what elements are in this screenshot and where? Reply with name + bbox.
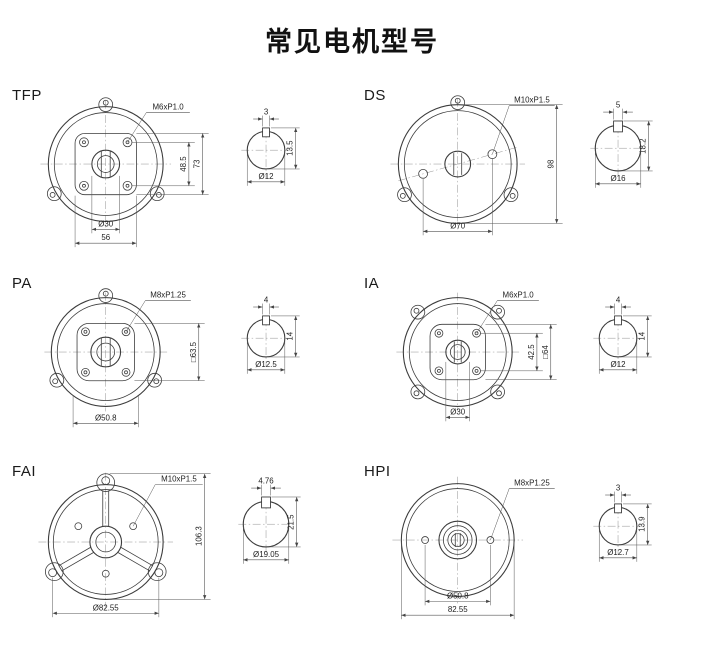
dim-label: 106.3: [195, 526, 204, 546]
panel-label: FAI: [12, 463, 37, 480]
pa-flange-view: [44, 288, 168, 412]
hpi-shaft-section: 3 13.9 Ø12.7: [593, 484, 652, 562]
dim-label: 4.76: [258, 477, 274, 486]
dim-label: Ø12: [259, 172, 274, 181]
ds-drawing: M10xP1.5 98 Ø70 5 18.2: [390, 95, 653, 236]
panel-label: TFP: [12, 87, 42, 104]
dim-label: 18.2: [639, 139, 648, 154]
dim-label: 14: [286, 331, 295, 340]
tfp-shaft-section: 3 13.5 Ø12: [241, 108, 300, 186]
panel-label: PA: [12, 275, 32, 292]
ia-shaft-section: 4 14 Ø12: [593, 296, 652, 374]
dim-label: Ø30: [98, 219, 114, 228]
dim-label: Ø12: [611, 360, 626, 369]
thread-callout: M10xP1.5: [161, 475, 197, 484]
panel-pa: PA M8xP1.25 □63.5: [0, 261, 352, 449]
panel-ds: DS M10xP1.5 98 Ø70: [352, 73, 704, 261]
dim-label: 4: [264, 296, 269, 305]
dim-label: 4: [616, 296, 621, 305]
hpi-dimensions: M8xP1.25 Ø50.8 82.55: [401, 479, 555, 620]
dim-label: 13.5: [286, 140, 295, 156]
ia-drawing: M6xP1.0 42.5 □64 Ø30 4: [396, 291, 652, 422]
panel-hpi: HPI M8xP1.25 Ø50.8 82.55: [352, 449, 704, 637]
dim-label: 98: [547, 159, 556, 168]
tfp-dimensions: M6xP1.0 48.5 73 Ø30 56: [74, 103, 209, 248]
dim-label: Ø12.7: [607, 548, 629, 557]
page-title: 常见电机型号: [265, 27, 439, 57]
thread-callout: M10xP1.5: [514, 96, 550, 105]
panel-label: IA: [364, 275, 380, 292]
dim-label: 82.55: [448, 605, 468, 614]
dim-label: 21.5: [287, 514, 296, 530]
dim-label: Ø70: [450, 221, 466, 230]
thread-callout: M6xP1.0: [502, 291, 534, 300]
tfp-flange-view: [40, 97, 172, 228]
dim-label: Ø19.05: [253, 550, 280, 559]
dim-label: Ø12.5: [255, 360, 277, 369]
pa-shaft-section: 4 14 Ø12.5: [241, 296, 300, 374]
dim-label: 3: [264, 108, 269, 117]
ia-dimensions: M6xP1.0 42.5 □64 Ø30: [445, 291, 557, 422]
thread-callout: M8xP1.25: [514, 479, 550, 488]
dim-label: Ø50.8: [447, 591, 469, 600]
dim-label: 5: [616, 101, 621, 110]
panel-fai: FAI M10xP1.5 106.3: [0, 449, 352, 637]
tfp-drawing: M6xP1.0 48.5 73 Ø30 56: [40, 97, 300, 248]
panel-label: HPI: [364, 463, 391, 480]
dim-label: Ø82.55: [93, 603, 120, 612]
dim-label: □64: [541, 345, 550, 359]
ds-dimensions: M10xP1.5 98 Ø70: [422, 96, 563, 236]
dim-label: Ø50.8: [95, 413, 117, 422]
fai-dimensions: M10xP1.5 106.3 Ø82.55: [52, 473, 211, 618]
panel-label: DS: [364, 87, 386, 104]
dim-label: Ø30: [450, 407, 466, 416]
pa-dimensions: M8xP1.25 □63.5 Ø50.8: [72, 291, 205, 428]
dim-label: 13.9: [638, 516, 647, 532]
panel-ia: IA M6xP1.0 42.: [352, 261, 704, 449]
pa-drawing: M8xP1.25 □63.5 Ø50.8 4 14: [44, 288, 300, 428]
dim-label: 3: [616, 484, 621, 493]
ia-flange-view: [396, 292, 520, 412]
dim-label: 73: [193, 159, 202, 168]
thread-callout: M6xP1.0: [152, 103, 184, 112]
hpi-flange-view: [392, 476, 524, 604]
fai-drawing: M10xP1.5 106.3 Ø82.55 4.76 21.5: [38, 472, 301, 618]
ds-flange-view: [390, 95, 526, 230]
hpi-drawing: M8xP1.25 Ø50.8 82.55 3 13.9: [392, 476, 652, 620]
ds-shaft-section: 5 18.2 Ø16: [590, 101, 653, 188]
panel-tfp: TFP M6xP1.0 48.5: [0, 73, 352, 261]
thread-callout: M8xP1.25: [150, 291, 186, 300]
dim-label: 14: [638, 331, 647, 340]
dim-label: Ø16: [611, 174, 627, 183]
dim-label: □63.5: [189, 341, 198, 362]
dim-label: 42.5: [527, 344, 536, 360]
dim-label: 56: [101, 233, 110, 242]
panel-grid: TFP M6xP1.0 48.5: [0, 73, 704, 637]
dim-label: 48.5: [179, 156, 188, 172]
fai-shaft-section: 4.76 21.5 Ø19.05: [238, 477, 301, 564]
fai-flange-view: [38, 472, 174, 610]
